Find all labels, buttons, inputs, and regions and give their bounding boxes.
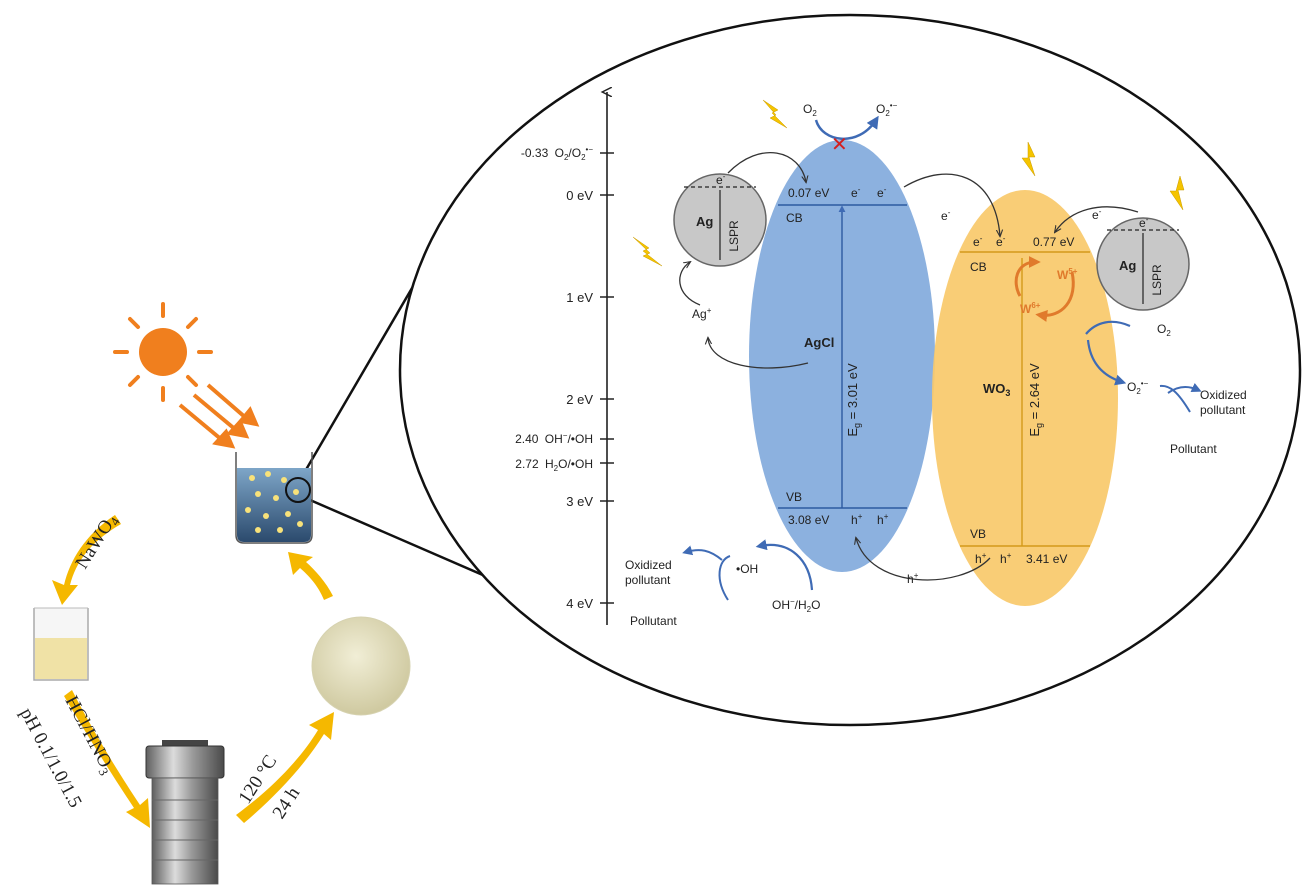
tick-4ev: 4 eV xyxy=(566,596,593,611)
potential-oh: 2.40 OH−/•OH xyxy=(515,431,593,446)
oh-radical-label: •OH xyxy=(736,562,758,576)
potential-o2-superoxide: -0.33 O2/O2•− xyxy=(521,145,593,162)
agcl-cb-label: CB xyxy=(786,211,803,225)
agcl-vb-h1: h+ xyxy=(851,512,863,527)
transfer-hole-label: h+ xyxy=(907,571,919,586)
ag-particle-left: e- Ag LSPR xyxy=(673,172,767,267)
light-rays xyxy=(178,383,260,449)
ag-right-lspr: LSPR xyxy=(1150,264,1164,296)
ag-right-label: Ag xyxy=(1119,258,1136,273)
o2-reduction-wo3: O2 O2•− Oxidized pollutant Pollutant xyxy=(1085,320,1247,456)
lightning-icon xyxy=(632,236,663,267)
superoxide-top-label: O2•− xyxy=(876,101,898,118)
wo3-cb-e2: e- xyxy=(996,234,1006,249)
autoclave xyxy=(145,740,225,885)
agcl-band: 0.07 eV e- e- CB VB 3.08 eV h+ h+ AgCl E… xyxy=(749,140,935,572)
tick-3ev: 3 eV xyxy=(566,494,593,509)
transfer-electron-label-2: e- xyxy=(1092,207,1102,222)
wo3-cb-label: CB xyxy=(970,260,987,274)
lightning-icon xyxy=(1021,141,1036,177)
wo3-band: e- e- 0.77 eV CB VB h+ h+ 3.41 eV WO3 Eg… xyxy=(932,190,1118,606)
electron-transfer-arrows xyxy=(679,152,1139,581)
wo3-vb-label: VB xyxy=(970,527,986,541)
tick-2ev: 2 eV xyxy=(566,392,593,407)
agcl-cb-e2: e- xyxy=(877,185,887,200)
w6-label: W6+ xyxy=(1020,301,1041,316)
oxidized-pollutant-right-1: Oxidized xyxy=(1200,388,1247,402)
energy-axis: 0 eV 1 eV 2 eV 3 eV 4 eV -0.33 O2/O2•− 2… xyxy=(515,92,614,625)
tick-0ev: 0 eV xyxy=(566,188,593,203)
wo3-vb-energy: 3.41 eV xyxy=(1026,552,1067,566)
ag-left-electron: e- xyxy=(716,172,726,187)
pollutant-left: Pollutant xyxy=(630,614,677,628)
ag-right-electron: e- xyxy=(1139,215,1149,230)
product-powder xyxy=(311,616,411,716)
sun-icon xyxy=(113,302,213,402)
wo3-cb-e1: e- xyxy=(973,234,983,249)
potential-h2o: 2.72 H2O/•OH xyxy=(515,457,593,473)
oxidized-pollutant-left-2: pollutant xyxy=(625,573,671,587)
transfer-electron-label: e- xyxy=(941,208,951,223)
reaction-beaker xyxy=(235,452,313,544)
agcl-cb-energy: 0.07 eV xyxy=(788,186,829,200)
agcl-vb-h2: h+ xyxy=(877,512,889,527)
wo3-bandgap-label: Eg = 2.64 eV xyxy=(1027,363,1044,437)
agcl-vb-label: VB xyxy=(786,490,802,504)
wo3-cb-energy: 0.77 eV xyxy=(1033,235,1074,249)
oxidized-pollutant-right-2: pollutant xyxy=(1200,403,1246,417)
superoxide-right-label: O2•− xyxy=(1127,379,1149,396)
oh-radical-formation: •OH OH−/H2O Oxidized pollutant Pollutant xyxy=(625,539,820,628)
blocked-mark: ✕ xyxy=(831,134,848,156)
tick-1ev: 1 eV xyxy=(566,290,593,305)
agcl-name: AgCl xyxy=(804,335,834,350)
ag-left-lspr: LSPR xyxy=(727,220,741,252)
lightning-icon xyxy=(762,99,788,129)
lightning-icon xyxy=(1169,175,1185,211)
wo3-vb-h1: h+ xyxy=(975,551,987,566)
lightning-icons xyxy=(632,99,1185,267)
precursor-beaker xyxy=(33,607,89,681)
wo3-vb-h2: h+ xyxy=(1000,551,1012,566)
w5-label: W5+ xyxy=(1057,267,1078,282)
pollutant-right: Pollutant xyxy=(1170,442,1217,456)
ag-left-label: Ag xyxy=(696,214,713,229)
o2-top-label: O2 xyxy=(803,102,817,118)
ag-ion-label: Ag+ xyxy=(692,306,712,321)
w-cycle-arrow-down xyxy=(1035,271,1075,322)
agcl-cb-e1: e- xyxy=(851,185,861,200)
agcl-bandgap-label: Eg = 3.01 eV xyxy=(845,363,862,437)
process-arrows xyxy=(52,515,334,828)
agcl-vb-energy: 3.08 eV xyxy=(788,513,829,527)
oxidized-pollutant-left-1: Oxidized xyxy=(625,558,672,572)
w-cycle-arrow-up xyxy=(1014,256,1041,297)
o2-right-label: O2 xyxy=(1157,322,1171,338)
ag-particle-right: e- Ag LSPR xyxy=(1096,215,1190,311)
oh-minus-water-label: OH−/H2O xyxy=(772,597,820,614)
wo3-name: WO3 xyxy=(983,381,1010,398)
precursor-label: NaWO4 xyxy=(71,510,123,574)
o2-reduction-blocked: O2 O2•− ✕ xyxy=(803,101,898,156)
magnify-spot xyxy=(285,477,311,503)
